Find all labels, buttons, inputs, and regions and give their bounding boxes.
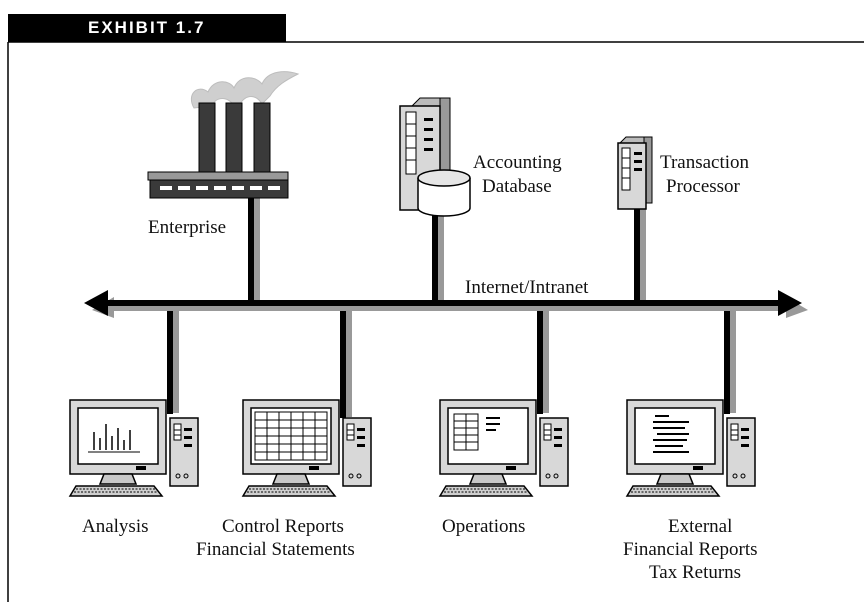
accounting-label-line1: Accounting bbox=[473, 152, 562, 173]
network-backbone bbox=[84, 290, 808, 318]
form-screen-icon bbox=[453, 413, 500, 451]
computer-operations-icon bbox=[439, 399, 569, 497]
analysis-label: Analysis bbox=[82, 516, 149, 537]
accounting-label-line2: Database bbox=[482, 176, 552, 197]
top-connectors bbox=[248, 180, 646, 305]
transaction-server-icon bbox=[617, 136, 653, 210]
computer-external-icon bbox=[626, 399, 756, 497]
external-label-line1: External bbox=[668, 516, 732, 537]
transaction-label-line2: Processor bbox=[666, 176, 741, 197]
exhibit-label: EXHIBIT 1.7 bbox=[8, 14, 286, 42]
transaction-label-line1: Transaction bbox=[660, 152, 750, 173]
control-label-line1: Control Reports bbox=[222, 516, 344, 537]
control-label-line2: Financial Statements bbox=[196, 539, 355, 560]
operations-label: Operations bbox=[442, 516, 525, 537]
computer-control-icon bbox=[242, 399, 372, 497]
document-screen-icon bbox=[653, 415, 689, 453]
computer-analysis-icon bbox=[69, 399, 199, 497]
spreadsheet-screen-icon bbox=[254, 411, 328, 461]
factory-icon bbox=[147, 71, 300, 199]
bar-chart-screen-icon bbox=[88, 424, 140, 453]
external-label-line2: Financial Reports bbox=[623, 539, 758, 560]
enterprise-label: Enterprise bbox=[148, 217, 226, 238]
database-cylinder-icon bbox=[417, 169, 471, 217]
external-label-line3: Tax Returns bbox=[649, 562, 741, 583]
bottom-connectors bbox=[167, 302, 736, 418]
network-label: Internet/Intranet bbox=[465, 277, 589, 298]
